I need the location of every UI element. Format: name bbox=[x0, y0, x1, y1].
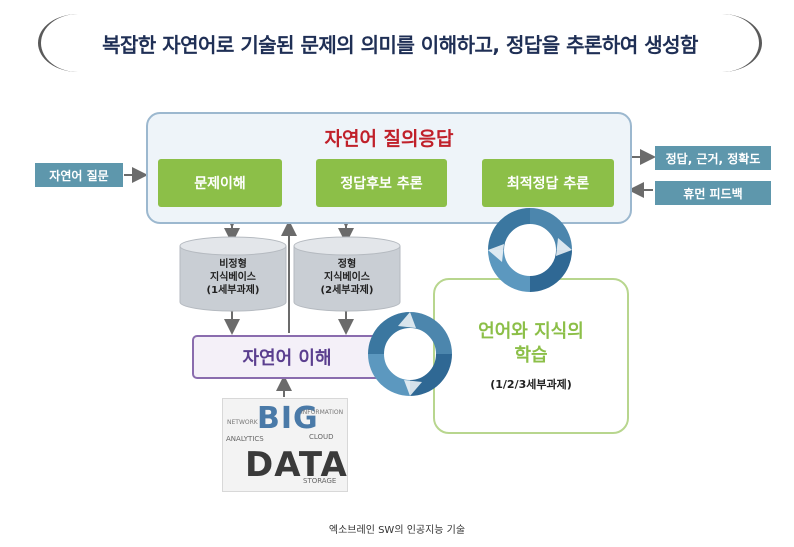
big-data-image: BIG DATA ANALYTICS STORAGE INFORMATION N… bbox=[222, 398, 348, 492]
kb-line: 지식베이스 bbox=[324, 272, 370, 283]
kb-line: 정형 bbox=[337, 259, 357, 270]
input-question-label: 자연어 질문 bbox=[49, 168, 109, 183]
output-answer-tag: 정답, 근거, 정확도 bbox=[655, 146, 771, 170]
kb-line: 비정형 bbox=[219, 259, 247, 270]
learning-title: 언어와 지식의 학습 bbox=[435, 320, 627, 368]
step-label: 최적정답 추론 bbox=[506, 176, 590, 192]
step-optimal-inference: 최적정답 추론 bbox=[482, 159, 614, 207]
figure-caption: 엑소브레인 SW의 인공지능 기술 bbox=[328, 525, 466, 536]
cloud-word: CLOUD bbox=[309, 433, 334, 441]
cycle-ring-lower-icon bbox=[368, 312, 452, 396]
big-word: BIG bbox=[257, 401, 319, 436]
learning-title-line: 언어와 지식의 bbox=[478, 321, 584, 342]
page-title: 복잡한 자연어로 기술된 문제의 의미를 이해하고, 정답을 추론하여 생성함 bbox=[102, 32, 698, 57]
kb-line: (1세부과제) bbox=[206, 285, 260, 296]
learning-box: 언어와 지식의 학습 (1/2/3세부과제) bbox=[433, 278, 629, 434]
output-answer-label: 정답, 근거, 정확도 bbox=[665, 151, 761, 166]
kb-line: 지식베이스 bbox=[210, 272, 256, 283]
learning-subtitle: (1/2/3세부과제) bbox=[490, 378, 572, 391]
input-question-tag: 자연어 질문 bbox=[35, 163, 123, 187]
step-candidate-inference: 정답후보 추론 bbox=[316, 159, 447, 207]
kb-unstructured-cylinder bbox=[179, 236, 287, 312]
title-banner: 복잡한 자연어로 기술된 문제의 의미를 이해하고, 정답을 추론하여 생성함 bbox=[38, 14, 762, 72]
learning-title-line: 학습 bbox=[514, 345, 548, 366]
cloud-word: NETWORK bbox=[227, 419, 258, 426]
cloud-word: INFORMATION bbox=[301, 409, 344, 416]
language-understanding-label: 자연어 이해 bbox=[242, 348, 332, 369]
kb-structured-cylinder bbox=[293, 236, 401, 312]
language-understanding-box: 자연어 이해 bbox=[192, 335, 382, 379]
qa-title: 자연어 질의응답 bbox=[324, 128, 454, 150]
kb-unstructured-label: 비정형 지식베이스 (1세부과제) bbox=[178, 258, 288, 297]
human-feedback-tag: 휴먼 피드백 bbox=[655, 181, 771, 205]
step-label: 문제이해 bbox=[194, 176, 246, 192]
human-feedback-label: 휴먼 피드백 bbox=[683, 186, 743, 201]
step-problem-understanding: 문제이해 bbox=[158, 159, 282, 207]
cloud-word: STORAGE bbox=[303, 477, 337, 485]
data-word: DATA bbox=[245, 445, 348, 485]
kb-line: (2세부과제) bbox=[320, 285, 374, 296]
step-label: 정답후보 추론 bbox=[340, 176, 423, 192]
cycle-ring-upper-icon bbox=[488, 208, 572, 292]
kb-structured-label: 정형 지식베이스 (2세부과제) bbox=[292, 258, 402, 297]
cloud-word: ANALYTICS bbox=[226, 435, 264, 443]
